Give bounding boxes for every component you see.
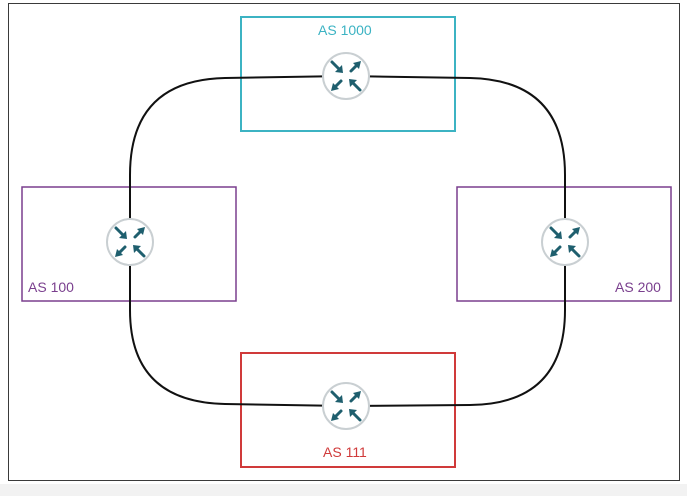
- as1000-box: [240, 16, 456, 132]
- as100-router-icon[interactable]: [102, 214, 158, 270]
- as111-box: [240, 352, 456, 468]
- as200-router-icon[interactable]: [537, 214, 593, 270]
- link-as200-as111: [345, 242, 566, 407]
- as200-label: AS 200: [615, 279, 661, 295]
- link-as111-as100: [129, 242, 347, 407]
- link-as100-as1000: [129, 75, 347, 242]
- as111-label: AS 111: [323, 444, 367, 460]
- as111-router-icon[interactable]: [318, 378, 374, 434]
- as1000-label: AS 1000: [318, 22, 372, 38]
- link-as1000-as200: [345, 75, 566, 242]
- as100-label: AS 100: [28, 279, 74, 295]
- as1000-router-icon[interactable]: [318, 48, 374, 104]
- page-bottom-strip: [0, 484, 687, 496]
